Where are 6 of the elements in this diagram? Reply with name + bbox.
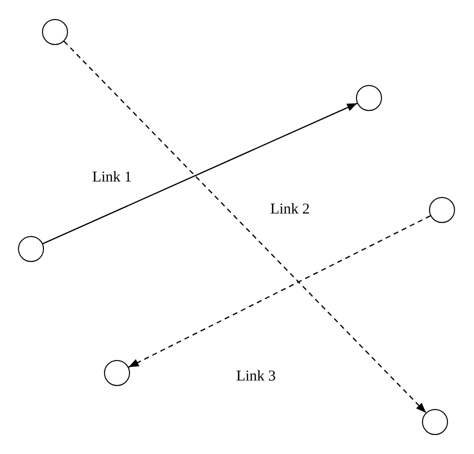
arrow [128, 215, 431, 368]
link-label: Link 1 [92, 170, 132, 186]
link-label: Link 2 [270, 202, 310, 218]
arrow [64, 40, 426, 414]
link-label: Link 3 [236, 370, 276, 384]
arrow [42, 102, 358, 244]
